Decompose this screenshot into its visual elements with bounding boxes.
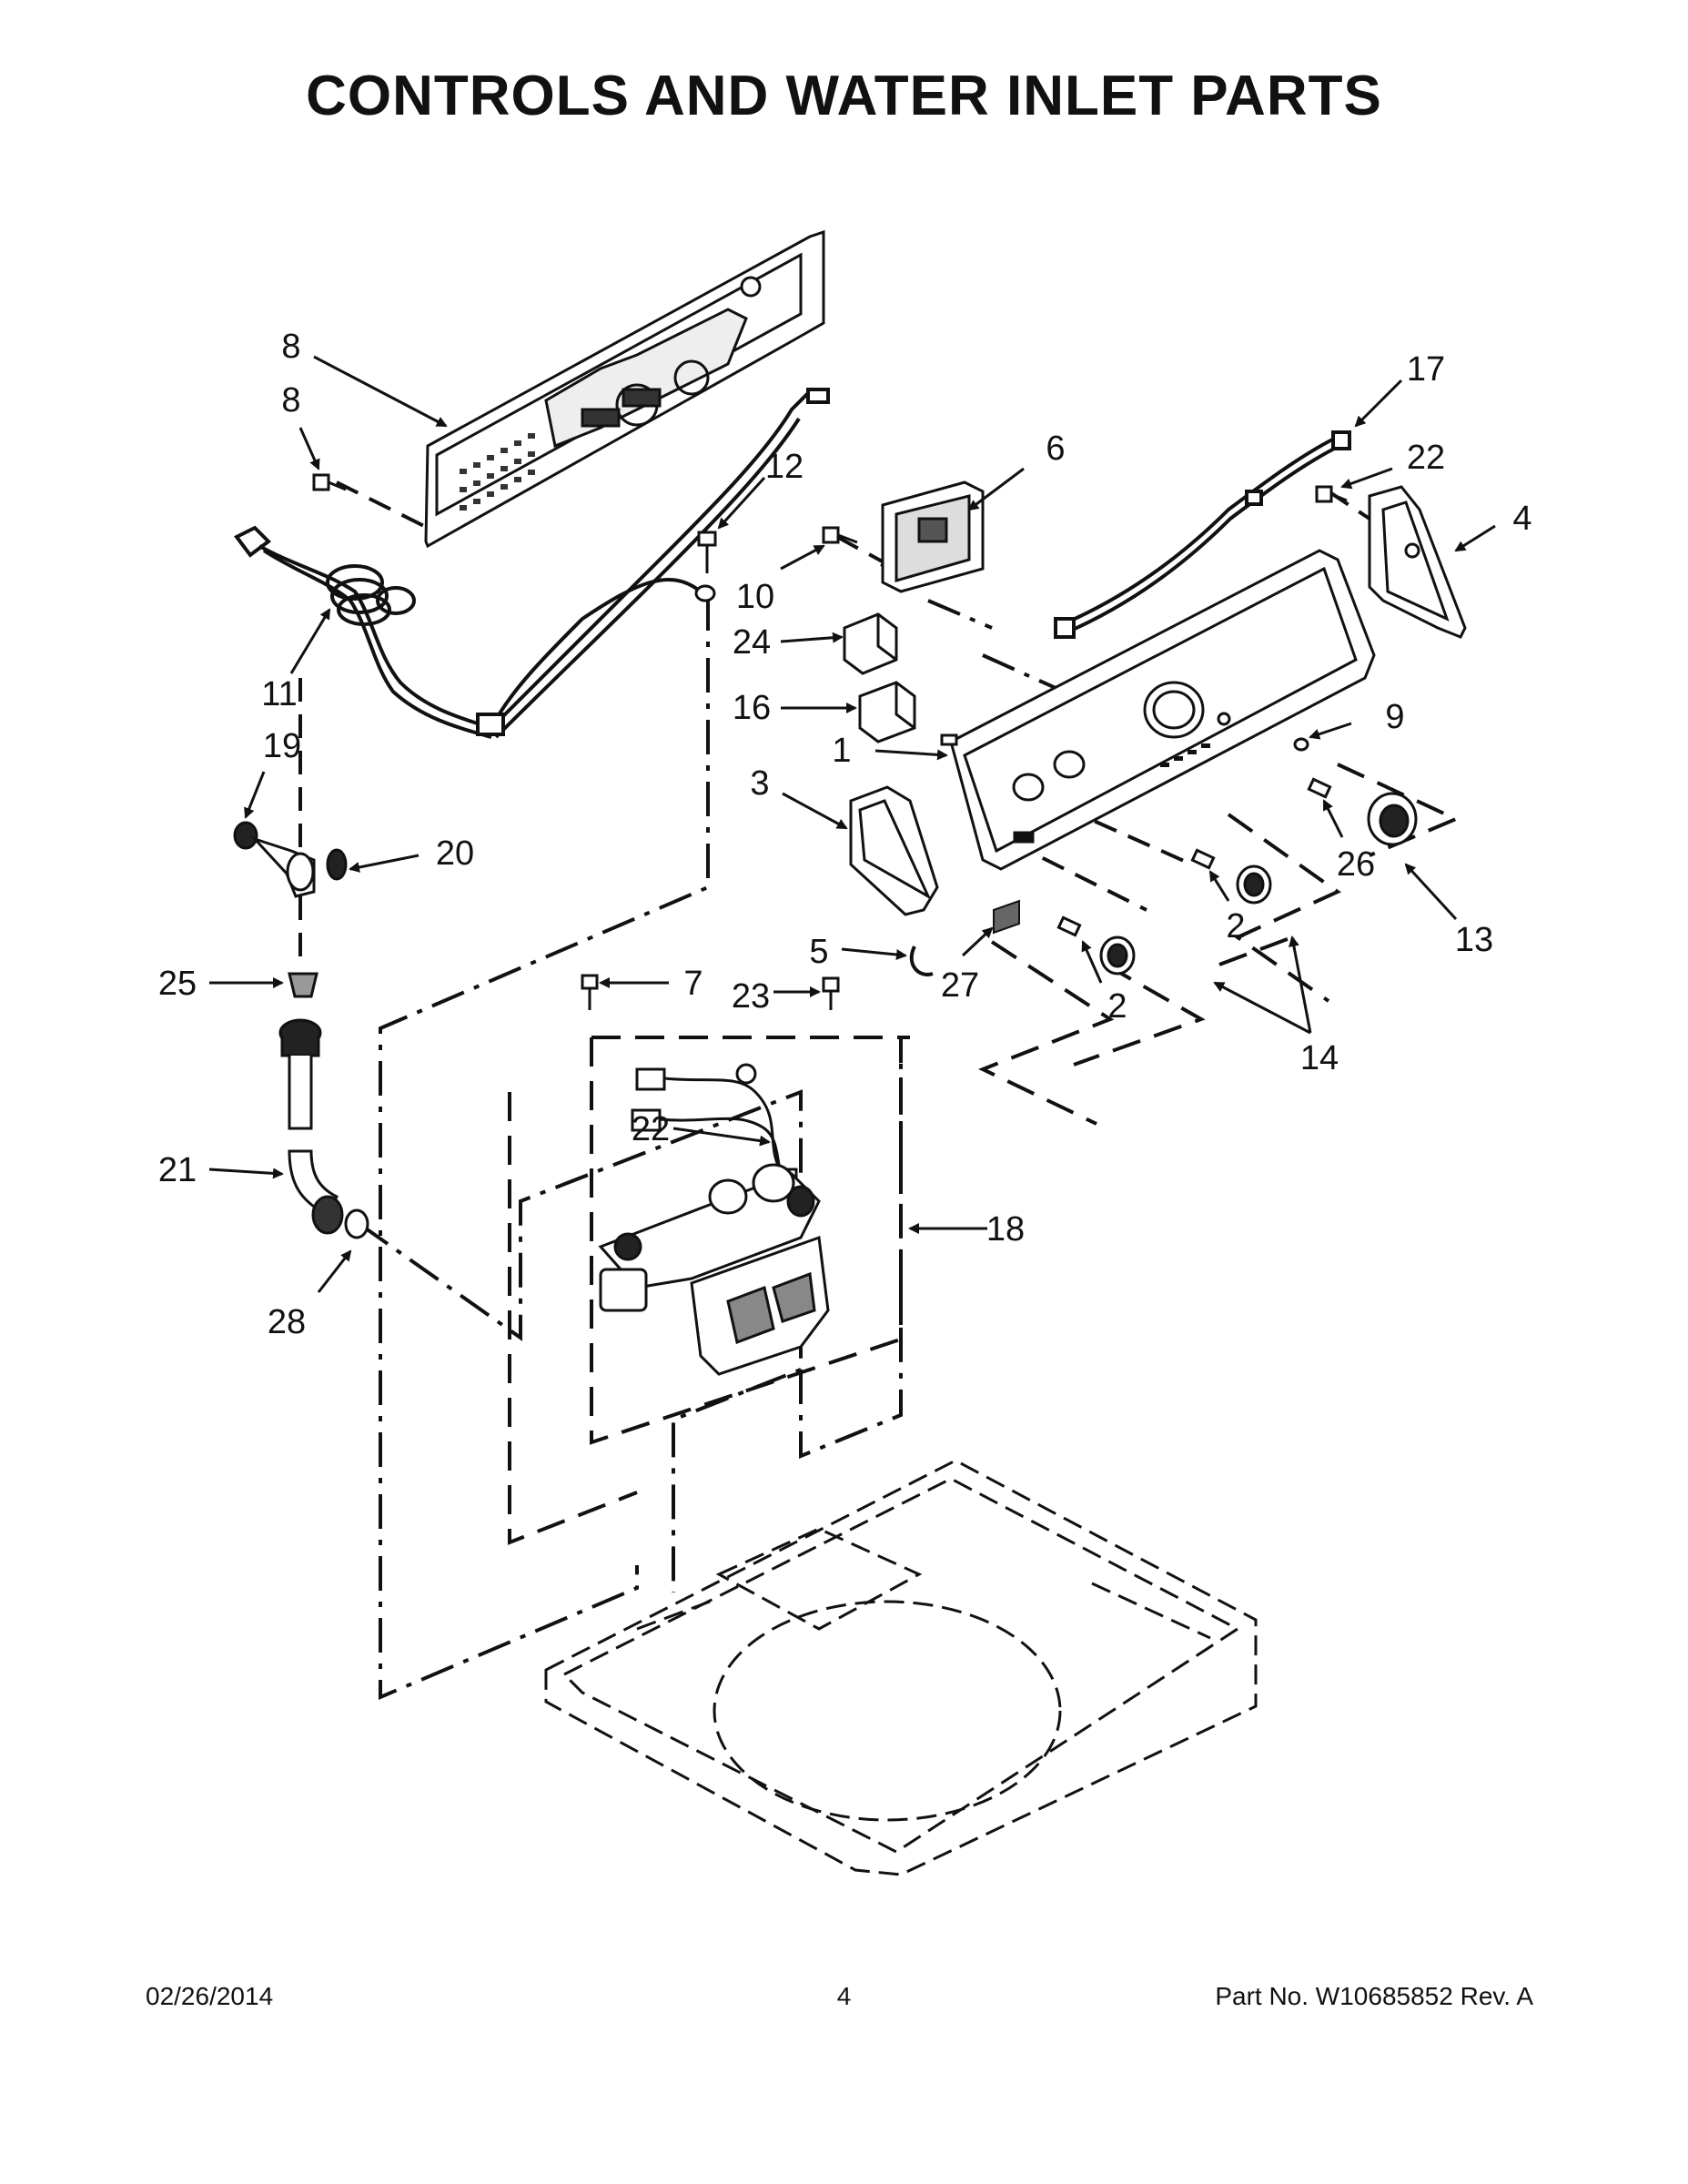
screw-10: [822, 526, 858, 544]
leader-6: [967, 467, 1025, 511]
callout-14: 14: [1300, 1039, 1339, 1077]
leader-14a: [1213, 981, 1311, 1035]
callout-7: 8: [281, 328, 300, 366]
callout-25: 25: [158, 965, 197, 1003]
knob-13: [1367, 792, 1418, 846]
leader-2-lower: [1081, 940, 1103, 984]
callout-3: 3: [750, 764, 769, 803]
callout-2-upper: 2: [1226, 907, 1245, 945]
callout-4: 4: [1512, 500, 1531, 538]
leader-11: [289, 608, 331, 674]
knob-hub-2a: [1190, 848, 1216, 870]
callout-5: 5: [809, 933, 828, 971]
callout-27: 27: [941, 966, 979, 1005]
leader-10: [780, 544, 825, 571]
end-cap-left: [849, 785, 939, 916]
assembly-line-hose: [358, 1089, 803, 1592]
screw-line-8-top: [336, 480, 429, 530]
leader-19: [244, 771, 266, 819]
knob-hub-26: [1307, 777, 1332, 799]
leader-8-top: [298, 427, 320, 470]
callout-22: 22: [632, 1110, 670, 1148]
callout-17: 18: [986, 1210, 1025, 1249]
footer-page-number: 4: [836, 1982, 852, 2010]
washer-28: [344, 1208, 369, 1239]
screw-18: [1315, 485, 1348, 503]
inlet-hose-21: [278, 1018, 368, 1239]
leader-27: [961, 926, 994, 957]
screw-23: [822, 976, 840, 1010]
callout-26: 26: [1337, 845, 1375, 884]
rear-panel: [424, 229, 825, 549]
leader-13: [1404, 863, 1458, 921]
water-valve-assembly: [598, 1163, 830, 1376]
end-cap-right: [1368, 485, 1467, 639]
callout-23: 23: [732, 977, 770, 1016]
switch-15: [858, 681, 916, 743]
callout-6: 6: [1046, 430, 1065, 468]
leader-14b: [1288, 935, 1312, 1034]
callout-11: 11: [261, 675, 297, 713]
callout-12: 12: [765, 448, 804, 486]
screen-25: [288, 972, 318, 998]
leader-22: [672, 1127, 771, 1147]
callout-28: 28: [268, 1303, 306, 1341]
inlet-elbow-20: [233, 821, 348, 898]
assembly-line-valve-right: [799, 1036, 910, 1459]
leader-24: [780, 632, 844, 643]
label-27: [993, 899, 1020, 935]
callout-8-lower: 7: [683, 965, 702, 1003]
leader-16: [1354, 379, 1403, 428]
callout-19: 19: [263, 727, 301, 765]
callout-15: 16: [733, 689, 771, 727]
leader-21: [208, 1168, 284, 1179]
knob-2-lower: [1099, 935, 1136, 976]
leader-18: [1340, 467, 1393, 490]
page-title: CONTROLS AND WATER INLET PARTS: [306, 65, 1382, 127]
wire-harness: [1054, 430, 1351, 639]
screw-8-top: [312, 473, 347, 491]
callout-1: 1: [832, 732, 851, 770]
knob-line-lower: [1009, 840, 1147, 912]
callout-9: 9: [1385, 698, 1404, 736]
control-board: [881, 480, 985, 593]
leader-1: [874, 749, 948, 761]
knob-2-upper: [1236, 864, 1272, 905]
clip-5: [909, 945, 934, 976]
power-cord: [233, 388, 830, 739]
leader-12: [717, 476, 766, 530]
bracket-14: [977, 935, 1293, 1126]
callout-24: 24: [733, 623, 771, 662]
leader-7: [313, 355, 448, 428]
callout-16: 17: [1407, 350, 1445, 389]
callout-13: 13: [1455, 921, 1493, 959]
screw-8-lower: [581, 974, 599, 1010]
top-deck: [544, 1459, 1258, 1876]
knob-line-upper: [1027, 790, 1193, 866]
callout-2-lower: 2: [1107, 987, 1127, 1026]
callout-20: 20: [436, 834, 474, 873]
leader-20: [349, 854, 419, 873]
bracket-17: [508, 1036, 906, 1545]
leader-26: [1322, 799, 1344, 838]
ground-screw: [694, 531, 717, 602]
footer-date: 02/26/2014: [146, 1982, 274, 2010]
washer-9: [1293, 737, 1309, 752]
callout-21: 21: [158, 1151, 197, 1189]
footer-part-number: Part No. W10685852 Rev. A: [1215, 1982, 1533, 2010]
leader-3: [782, 792, 848, 830]
leader-9: [1309, 722, 1352, 740]
leader-5: [841, 947, 907, 960]
leader-2-upper: [1208, 870, 1230, 902]
switch-24: [843, 612, 898, 675]
leader-28: [317, 1249, 352, 1293]
callout-8-top: 8: [281, 381, 300, 420]
callout-18: 22: [1407, 439, 1445, 477]
leader-4: [1454, 524, 1496, 552]
knob-hub-2b: [1056, 915, 1082, 937]
console: [940, 549, 1376, 871]
screw-line-10: [836, 535, 888, 566]
callout-10: 10: [736, 578, 774, 616]
